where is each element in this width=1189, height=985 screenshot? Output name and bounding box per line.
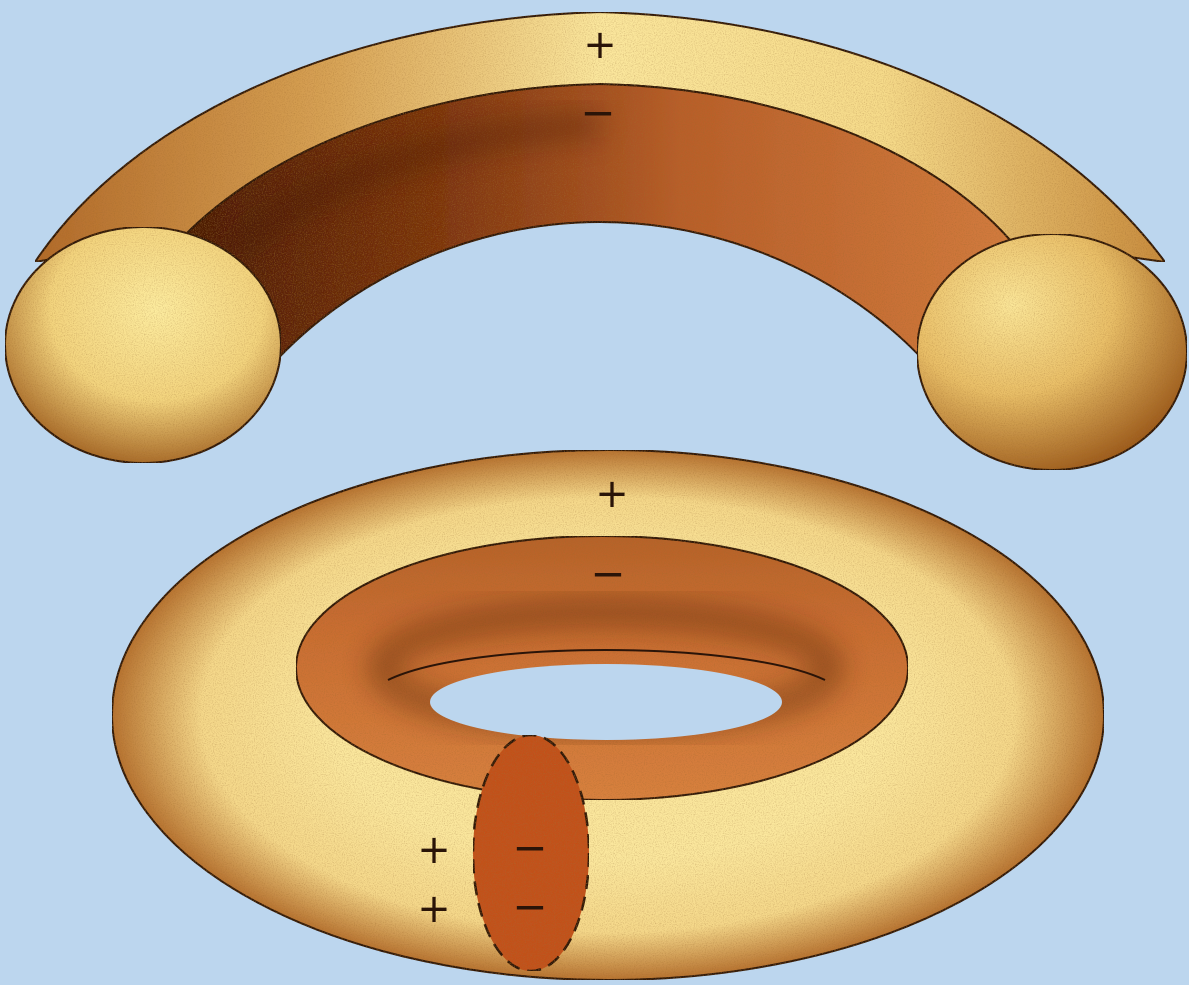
torus-outer-sign: + — [595, 471, 629, 517]
torus-inner-sign: − — [590, 549, 625, 598]
torus-hole — [430, 664, 782, 740]
half-torus-outer-sign: + — [583, 22, 617, 68]
half-torus-left-cap — [5, 227, 281, 463]
half-torus-inner-sign: − — [580, 88, 615, 137]
half-torus-shape: + − — [5, 12, 1187, 470]
section-minus-lower: − — [512, 882, 547, 931]
section-plus-upper: + — [417, 827, 451, 873]
torus-shape: + − + + − − — [112, 450, 1104, 980]
half-torus-right-cap — [917, 234, 1187, 470]
section-plus-lower: + — [417, 886, 451, 932]
section-minus-upper: − — [512, 823, 547, 872]
